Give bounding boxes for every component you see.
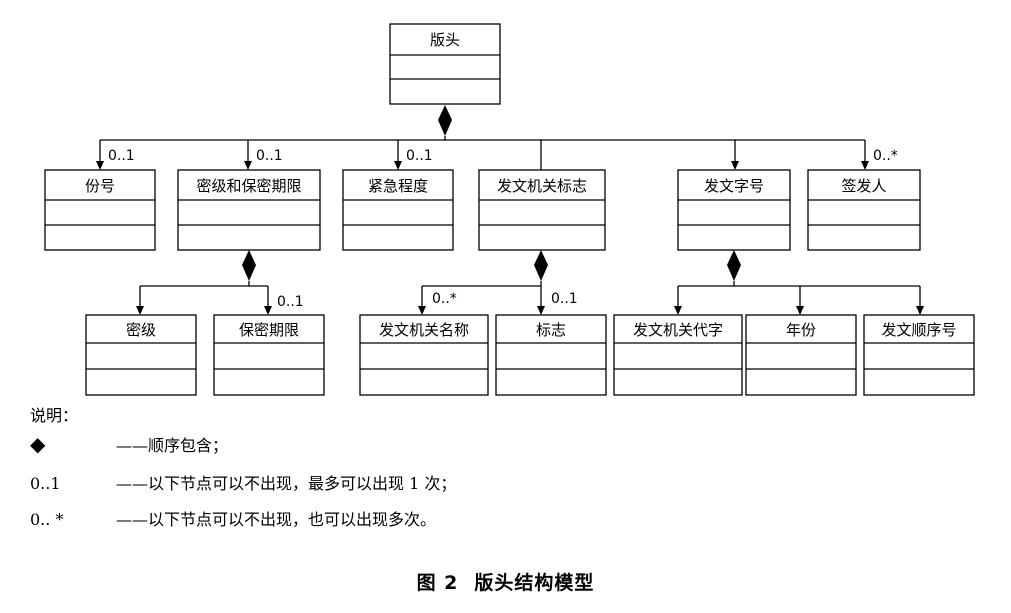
node-fawen-mingcheng: 发文机关名称 xyxy=(359,314,489,396)
node-qianfaren: 签发人 xyxy=(807,169,921,251)
node-miji-label: 密级 xyxy=(126,321,156,339)
node-fawen-shunxu: 发文顺序号 xyxy=(863,314,975,396)
node-baomi-qixian-label: 保密期限 xyxy=(239,321,299,339)
legend-symbol-diamond: ◆ xyxy=(30,432,46,456)
arrow-jinji xyxy=(394,161,402,170)
legend-symbol-zero-many: 0.. * xyxy=(30,510,64,529)
arrow-fawen-zihao xyxy=(731,161,739,170)
composition-diamond-miji xyxy=(242,250,256,281)
legend-item-zero-many: 0.. * ——以下节点可以不出现，也可以出现多次。 xyxy=(30,506,436,530)
composition-diamond-root xyxy=(438,105,452,136)
legend-text-zero-many: ——以下节点可以不出现，也可以出现多次。 xyxy=(116,510,437,529)
arrow-baomi-qixian xyxy=(264,306,272,315)
node-biaozhi-label: 标志 xyxy=(536,321,566,339)
node-miji-baomi-label: 密级和保密期限 xyxy=(196,177,301,195)
legend-title: 说明： xyxy=(30,406,79,425)
node-banhead-label: 版头 xyxy=(430,31,460,49)
arrow-fawen-mingcheng xyxy=(418,306,426,315)
node-fawen-shunxu-label: 发文顺序号 xyxy=(881,321,956,339)
node-fawen-zihao-label: 发文字号 xyxy=(704,177,764,195)
arrow-miji xyxy=(136,306,144,315)
node-fawen-daizi-label: 发文机关代字 xyxy=(633,321,723,339)
node-miji: 密级 xyxy=(85,314,197,396)
node-fawen-biaozhi: 发文机关标志 xyxy=(478,169,606,251)
arrow-miji-baomi xyxy=(244,161,252,170)
composition-diamond-biaozhi xyxy=(534,250,548,281)
legend-text-zero-one: ——以下节点可以不出现，最多可以出现 1 次； xyxy=(116,474,457,493)
arrow-fenhao xyxy=(96,161,104,170)
node-miji-baomi: 密级和保密期限 xyxy=(177,169,321,251)
node-fenhao: 份号 xyxy=(44,169,156,251)
node-nianfen: 年份 xyxy=(745,314,857,396)
figure-caption: 图 2 版头结构模型 xyxy=(0,568,1011,595)
node-fenhao-label: 份号 xyxy=(85,177,115,195)
composition-diamond-zihao xyxy=(727,250,741,281)
node-qianfaren-label: 签发人 xyxy=(841,177,886,195)
node-fawen-daizi: 发文机关代字 xyxy=(613,314,743,396)
figure-number: 图 2 xyxy=(416,572,459,594)
mult-fawen-mingcheng: 0..* xyxy=(432,291,457,307)
mult-miji-baomi: 0..1 xyxy=(256,148,283,164)
figure-title: 版头结构模型 xyxy=(474,572,595,594)
node-banhead: 版头 xyxy=(389,23,501,105)
mult-baomi-qixian: 0..1 xyxy=(277,294,304,310)
mult-fenhao: 0..1 xyxy=(108,148,135,164)
structure-diagram: 版头 0..1 0..1 0..1 0..* 份号 密级和保密期限 紧急程度 xyxy=(44,23,975,396)
mult-qianfaren: 0..* xyxy=(873,148,898,164)
arrow-biaozhi xyxy=(537,306,545,315)
node-jinji: 紧急程度 xyxy=(342,169,454,251)
legend-text-diamond: ——顺序包含； xyxy=(116,436,229,455)
mult-jinji: 0..1 xyxy=(406,148,433,164)
node-baomi-qixian: 保密期限 xyxy=(213,314,325,396)
arrow-fawen-shunxu xyxy=(916,306,924,315)
arrow-fawen-daizi xyxy=(674,306,682,315)
node-fawen-zihao: 发文字号 xyxy=(677,169,791,251)
node-biaozhi: 标志 xyxy=(495,314,607,396)
node-fawen-mingcheng-label: 发文机关名称 xyxy=(379,321,469,339)
legend-item-zero-one: 0..1 ——以下节点可以不出现，最多可以出现 1 次； xyxy=(30,470,456,494)
arrow-qianfaren xyxy=(861,161,869,170)
node-fawen-biaozhi-label: 发文机关标志 xyxy=(497,177,587,195)
arrow-nianfen xyxy=(796,306,804,315)
node-nianfen-label: 年份 xyxy=(786,321,816,339)
node-jinji-label: 紧急程度 xyxy=(368,177,428,195)
mult-biaozhi: 0..1 xyxy=(551,291,578,307)
legend-symbol-zero-one: 0..1 xyxy=(30,474,61,493)
legend-item-diamond: ◆ ——顺序包含； xyxy=(30,432,228,456)
